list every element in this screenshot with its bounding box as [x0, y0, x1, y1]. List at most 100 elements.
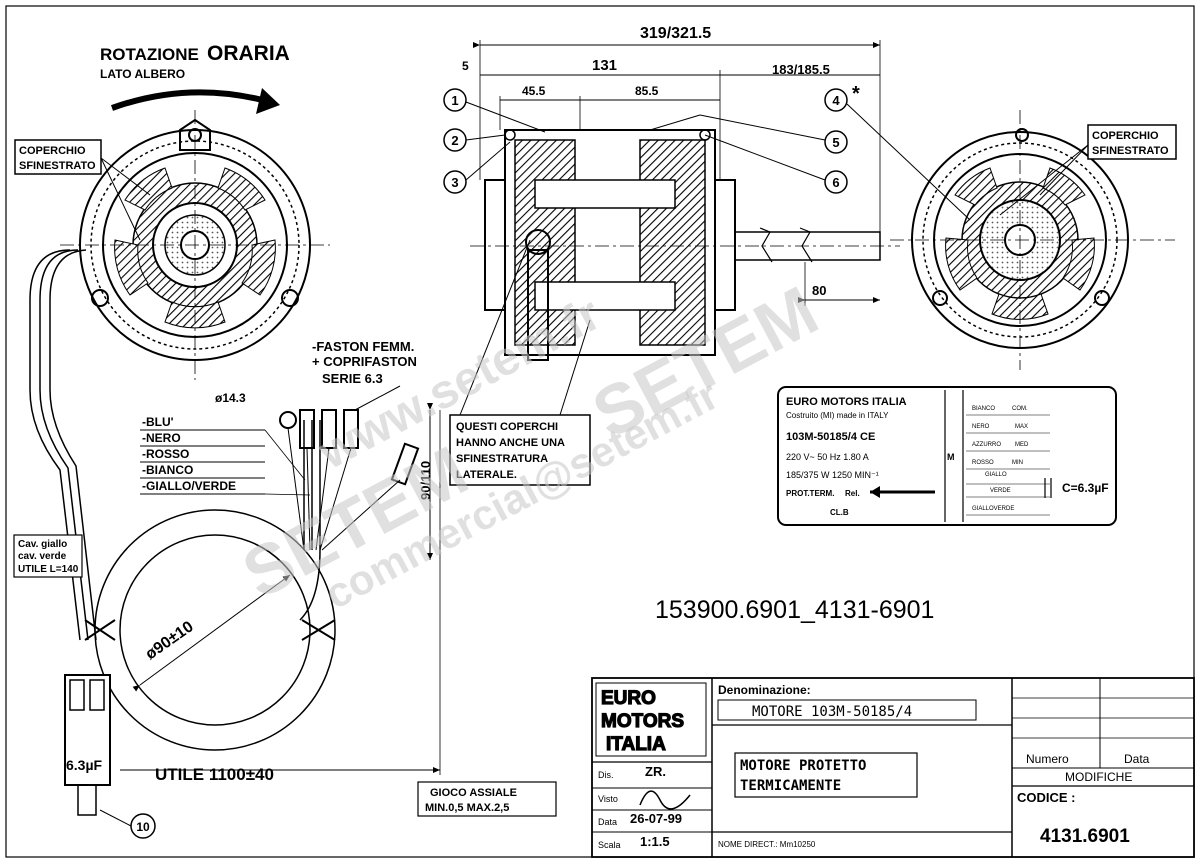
ring-diameter: ø90±10	[143, 618, 197, 663]
nameplate-model: 103M-50185/4 CE	[786, 431, 875, 443]
np-wire-rosso: ROSSO	[972, 460, 994, 466]
axial-play-1: GIOCO ASSIALE	[430, 787, 517, 799]
lateral-note-1: QUESTI COPERCHI	[456, 421, 558, 433]
data-label: Data	[598, 817, 617, 827]
right-end-view	[890, 110, 1175, 370]
faston-line-3: SERIE 6.3	[322, 371, 383, 386]
cable-note-1: Cav. giallo	[18, 539, 67, 550]
callout-5: 5	[649, 114, 848, 154]
capacitor-value: 6.3µF	[66, 757, 103, 773]
axial-play-note: GIOCO ASSIALE MIN.0,5 MAX.2,5	[417, 781, 557, 817]
faston-terminals: ø14.3 -FASTON FEMM. + COPRIFASTON SERIE …	[215, 339, 420, 551]
callout-10: 10	[99, 809, 156, 839]
lateral-note-4: LATERALE.	[456, 469, 517, 481]
data-col-label: Data	[1124, 752, 1150, 766]
dim-seg-b: 85.5	[635, 84, 659, 98]
dimensions: 319/321.5 5 131 183/185.5 45.5 85.5 80	[462, 25, 881, 306]
company-logo: EURO MOTORS ITALIA	[595, 682, 707, 757]
lateral-note-3: SFINESTRATURA	[456, 453, 548, 465]
scala-value: 1:1.5	[640, 834, 670, 849]
right-cover-label: COPERCHIO SFINESTRATO	[999, 124, 1177, 216]
np-wire-min: MIN	[1012, 460, 1023, 466]
callout-4: 4 *	[824, 83, 971, 221]
left-cover-label-2: SFINESTRATO	[19, 160, 96, 172]
callout-3: 3	[443, 141, 511, 194]
dim-overall: 319/321.5	[640, 25, 711, 42]
dis-label: Dis.	[598, 770, 614, 780]
np-wire-nero: NERO	[972, 424, 990, 430]
faston-line-2: + COPRIFASTON	[312, 354, 417, 369]
cable-note: Cav. giallo cav. verde UTILE L=140	[13, 534, 83, 578]
cable-note-2: cav. verde	[18, 551, 67, 562]
svg-text:1: 1	[451, 93, 458, 108]
asterisk-mark: *	[852, 83, 860, 105]
left-end-view	[60, 110, 330, 380]
visto-label: Visto	[598, 794, 618, 804]
left-cover-label-1: COPERCHIO	[19, 145, 86, 157]
np-wire-azzurro: AZZURRO	[972, 442, 1001, 448]
callout-markers: 1 2 3 4 * 5 6	[99, 83, 971, 839]
axial-play-2: MIN.0,5 MAX.2,5	[425, 802, 509, 814]
right-cover-label-2: SFINESTRATO	[1092, 145, 1169, 157]
np-wire-max: MAX	[1015, 424, 1028, 430]
dis-value: ZR.	[645, 764, 666, 779]
svg-text:2: 2	[451, 133, 458, 148]
drawing-number-large: 153900.6901_4131-6901	[655, 596, 934, 624]
denominazione-label: Denominazione:	[718, 683, 811, 697]
nameplate-protection: PROT.TERM.	[786, 489, 834, 498]
wire-giallo-verde: -GIALLO/VERDE	[142, 479, 236, 493]
dim-shaft: 183/185.5	[772, 62, 830, 77]
right-cover-label-1: COPERCHIO	[1092, 130, 1159, 142]
denominazione-value: MOTORE 103M-50185/4	[752, 704, 912, 720]
nameplate: EURO MOTORS ITALIA Costruito (MI) made i…	[777, 386, 1117, 526]
nameplate-made-in: Costruito (MI) made in ITALY	[786, 411, 889, 420]
title-block: EURO MOTORS ITALIA Dis. ZR. Visto Data 2…	[591, 677, 1195, 858]
description-line-1: MOTORE PROTETTO	[740, 758, 866, 774]
rotation-subtitle: LATO ALBERO	[100, 67, 185, 81]
wire-rosso: -ROSSO	[142, 447, 189, 461]
np-wire-verde: VERDE	[990, 488, 1011, 494]
logo-line-3: ITALIA	[606, 734, 666, 755]
callout-2: 2	[443, 128, 506, 152]
np-wire-com: COM.	[1012, 406, 1028, 412]
rotation-note: ROTAZIONE ORARIA LATO ALBERO	[100, 42, 290, 114]
visto-signature	[639, 790, 691, 810]
nameplate-brand: EURO MOTORS ITALIA	[786, 396, 907, 408]
wire-color-list: -BLU' -NERO -ROSSO -BIANCO -GIALLO/VERDE	[140, 415, 311, 496]
np-wire-bianco: BIANCO	[972, 406, 995, 412]
rotation-arrow	[110, 89, 271, 111]
lateral-note-2: HANNO ANCHE UNA	[456, 437, 565, 449]
lateral-opening-note: QUESTI COPERCHI HANNO ANCHE UNA SFINESTR…	[449, 239, 591, 486]
nameplate-rating-1: 220 V~ 50 Hz 1.80 A	[786, 452, 869, 462]
eyelet-diameter: ø14.3	[215, 391, 246, 405]
faston-line-1: -FASTON FEMM.	[312, 339, 414, 354]
np-wire-gialloverde: GIALLOVERDE	[972, 506, 1014, 512]
svg-text:5: 5	[832, 135, 839, 150]
cable-note-3: UTILE L=140	[18, 564, 79, 575]
nameplate-insulation: CL.B	[830, 508, 849, 517]
rotation-title-a: ROTAZIONE	[100, 45, 199, 64]
nameplate-side-mark: M	[947, 452, 955, 462]
motor-side-view	[470, 129, 900, 361]
svg-text:6: 6	[832, 175, 839, 190]
rotation-arrow-head	[256, 88, 280, 114]
nameplate-rating-2: 185/375 W 1250 MIN⁻¹	[786, 470, 879, 480]
svg-text:3: 3	[451, 175, 458, 190]
np-wire-med: MED	[1015, 442, 1029, 448]
codice-value: 4131.6901	[1040, 826, 1130, 847]
wire-blu: -BLU'	[142, 415, 174, 429]
rotation-title-b: ORARIA	[207, 42, 290, 65]
dim-seg-a: 45.5	[522, 84, 546, 98]
data-value: 26-07-99	[630, 811, 682, 826]
svg-text:10: 10	[136, 820, 150, 834]
wire-nero: -NERO	[142, 431, 181, 445]
wire-bianco: -BIANCO	[142, 463, 193, 477]
left-cover-label: COPERCHIO SFINESTRATO	[14, 139, 151, 241]
np-wire-giallo: GIALLO	[985, 472, 1007, 478]
numero-label: Numero	[1026, 752, 1069, 766]
dim-offset: 5	[462, 59, 469, 73]
dim-shaft-min: 80	[812, 283, 826, 298]
callout-1: 1	[443, 88, 546, 133]
logo-line-1: EURO	[601, 688, 656, 709]
